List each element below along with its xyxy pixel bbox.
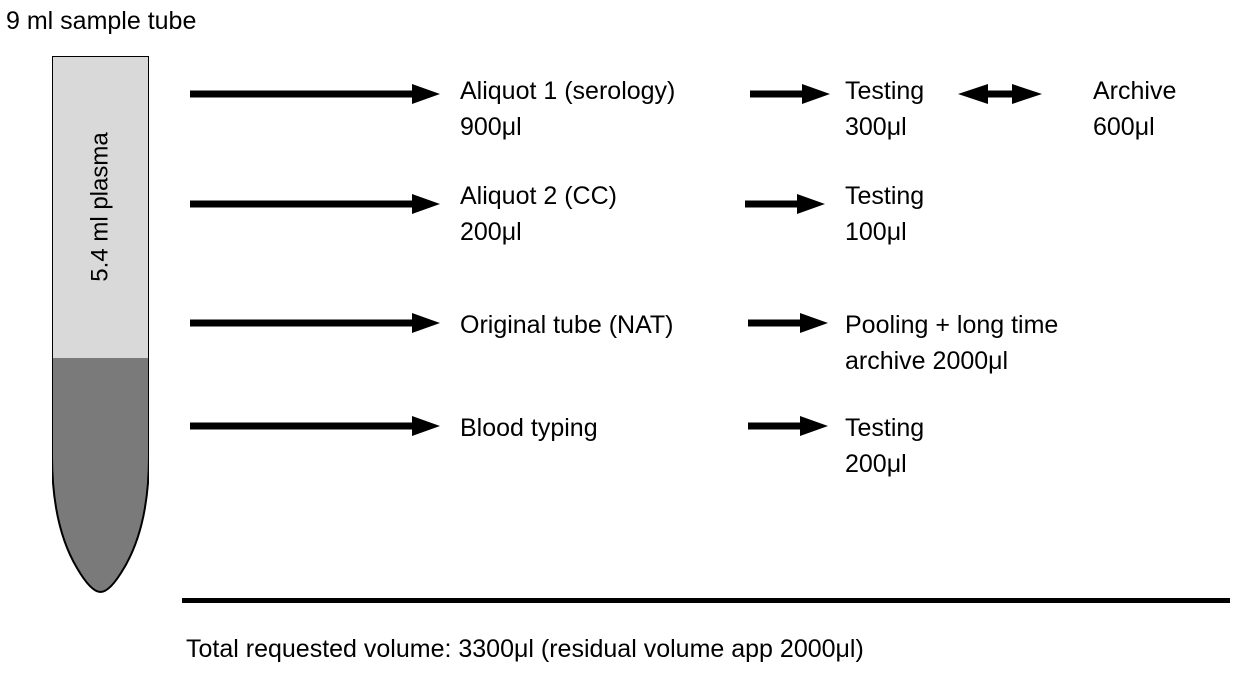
sample-tube-graphic	[52, 56, 149, 599]
flow-step-label-1: Testing 300μl	[845, 77, 925, 141]
arrow-aliquot-2-to-testing	[745, 194, 825, 214]
tube-outline	[52, 56, 149, 594]
arrow-testing-archive-bidirectional	[958, 84, 1042, 104]
arrow-aliquot-1-to-testing	[750, 84, 830, 104]
flow-source-label-1: Aliquot 1 (serology) 900μl	[460, 77, 676, 141]
flow-source-label-4: Blood typing	[460, 414, 598, 442]
arrow-blood-typing-to-testing	[748, 416, 828, 436]
flow-end-label-1: Archive 600μl	[1093, 77, 1177, 141]
tube-plasma-layer	[52, 56, 149, 358]
total-volume-caption: Total requested volume: 3300μl (residual…	[186, 635, 864, 663]
page-title: 9 ml sample tube	[6, 7, 197, 35]
flow-step-label-2: Testing 100μl	[845, 182, 925, 246]
arrow-tube-to-aliquot-1	[190, 84, 440, 104]
tube-cells-layer	[52, 358, 149, 592]
arrow-tube-to-blood-typing	[190, 416, 440, 436]
divider-rule	[182, 598, 1230, 603]
flow-step-label-3: Pooling + long time archive 2000μl	[845, 311, 1059, 375]
arrow-original-tube-to-pooling	[748, 313, 828, 333]
flow-source-label-2: Aliquot 2 (CC) 200μl	[460, 182, 617, 246]
arrow-tube-to-original-tube	[190, 313, 440, 333]
flow-step-label-4: Testing 200μl	[845, 414, 925, 478]
arrow-tube-to-aliquot-2	[190, 194, 440, 214]
flow-source-label-3: Original tube (NAT)	[460, 311, 674, 339]
